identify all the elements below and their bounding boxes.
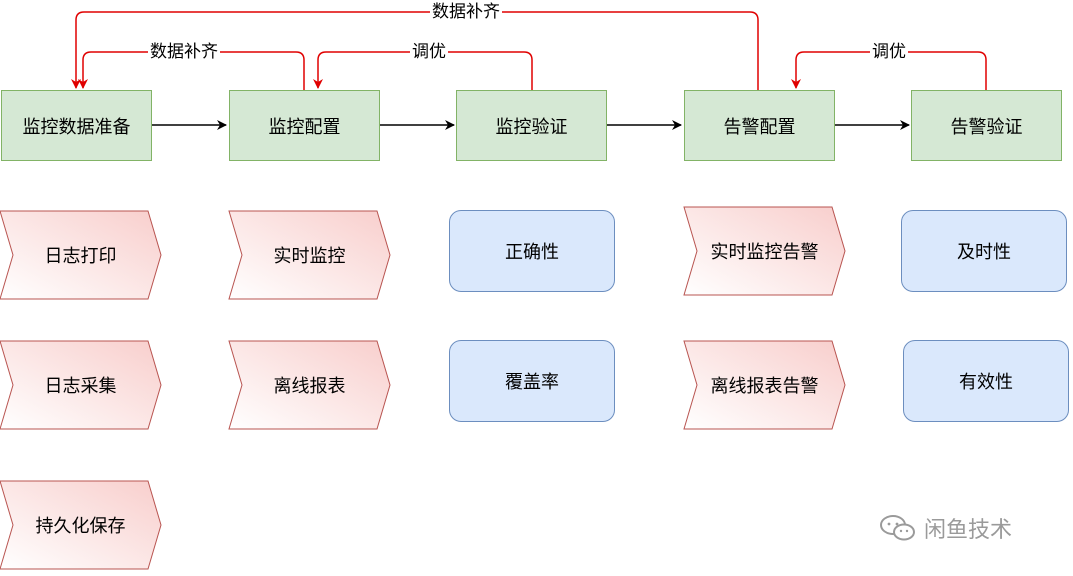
feedback-label-top: 数据补齐 xyxy=(430,2,502,22)
chevron-persist: 持久化保存 xyxy=(35,516,126,537)
chevron-shape-realtime-alert xyxy=(683,206,846,296)
card-effectiveness: 有效性 xyxy=(903,340,1069,422)
card-correctness: 正确性 xyxy=(449,210,615,292)
stage-monitor-config: 监控配置 xyxy=(229,90,380,161)
chevron-shape-offline-report xyxy=(228,340,391,430)
chevron-shape-log-print xyxy=(0,210,162,300)
chevron-shape-log-collect xyxy=(0,340,162,430)
feedback-label-tune1: 调优 xyxy=(410,42,448,62)
chevron-offline-alert: 离线报表告警 xyxy=(710,376,819,397)
stage-monitor-data-prep: 监控数据准备 xyxy=(1,90,152,161)
card-timeliness: 及时性 xyxy=(901,210,1067,292)
stage-alert-config: 告警配置 xyxy=(684,90,835,161)
chevron-log-collect: 日志采集 xyxy=(44,376,117,397)
chevron-realtime-monitor: 实时监控 xyxy=(273,246,346,267)
chevron-shape-persist xyxy=(0,480,162,570)
watermark-text: 闲鱼技术 xyxy=(924,518,1013,543)
chevron-shape-realtime-monitor xyxy=(228,210,391,300)
chevron-shape-offline-alert xyxy=(683,340,846,430)
stage-monitor-verify: 监控验证 xyxy=(456,90,607,161)
chevron-offline-report: 离线报表 xyxy=(273,376,346,397)
feedback-label-mid: 数据补齐 xyxy=(148,42,220,62)
stage-alert-verify: 告警验证 xyxy=(911,90,1062,161)
card-coverage: 覆盖率 xyxy=(449,340,615,422)
wechat-icon xyxy=(880,515,915,541)
chevron-realtime-alert: 实时监控告警 xyxy=(710,242,819,263)
feedback-label-tune2: 调优 xyxy=(870,42,908,62)
feedback-arrow-top xyxy=(71,11,759,90)
chevron-log-print: 日志打印 xyxy=(44,246,117,267)
watermark: 闲鱼技术 xyxy=(878,508,1012,548)
